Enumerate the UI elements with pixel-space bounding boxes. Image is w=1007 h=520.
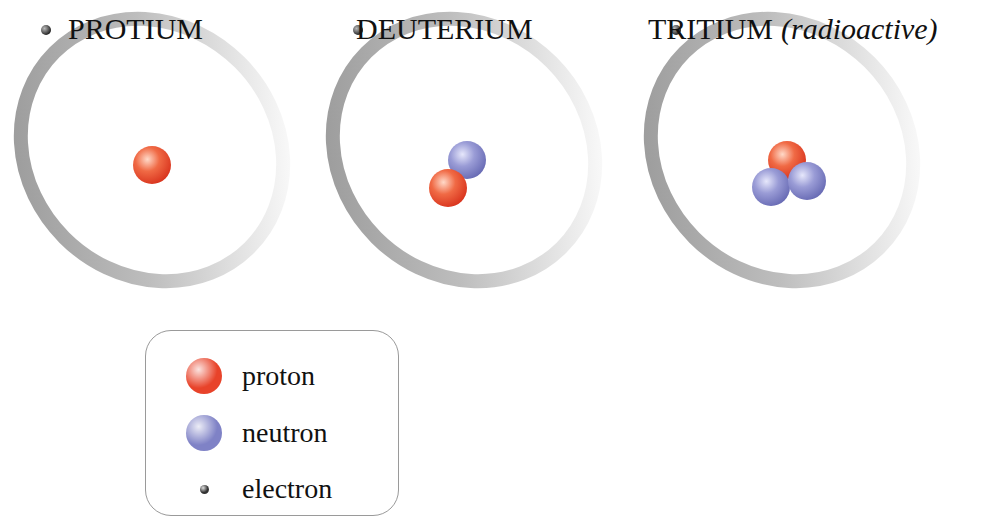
legend-swatch bbox=[186, 358, 222, 394]
legend-row: electron bbox=[186, 469, 332, 509]
legend-label: electron bbox=[242, 474, 332, 505]
legend-row: neutron bbox=[186, 413, 328, 453]
atom-title: PROTIUM bbox=[68, 12, 203, 45]
legend-box: proton neutron electron bbox=[145, 330, 399, 516]
atom-title: TRITIUM bbox=[648, 12, 773, 45]
legend-label: neutron bbox=[242, 418, 328, 449]
title-note: (radioactive) bbox=[781, 12, 938, 45]
tritium-atom bbox=[597, 0, 968, 335]
legend-swatch bbox=[200, 485, 209, 494]
legend-label: proton bbox=[242, 361, 315, 392]
atom-title: DEUTERIUM bbox=[356, 12, 533, 45]
protium-atom bbox=[0, 0, 337, 335]
legend-swatch bbox=[186, 415, 222, 451]
deuterium-atom bbox=[279, 0, 650, 335]
legend-row: proton bbox=[186, 356, 315, 396]
title-row: TRITIUM(radioactive) bbox=[648, 12, 938, 45]
